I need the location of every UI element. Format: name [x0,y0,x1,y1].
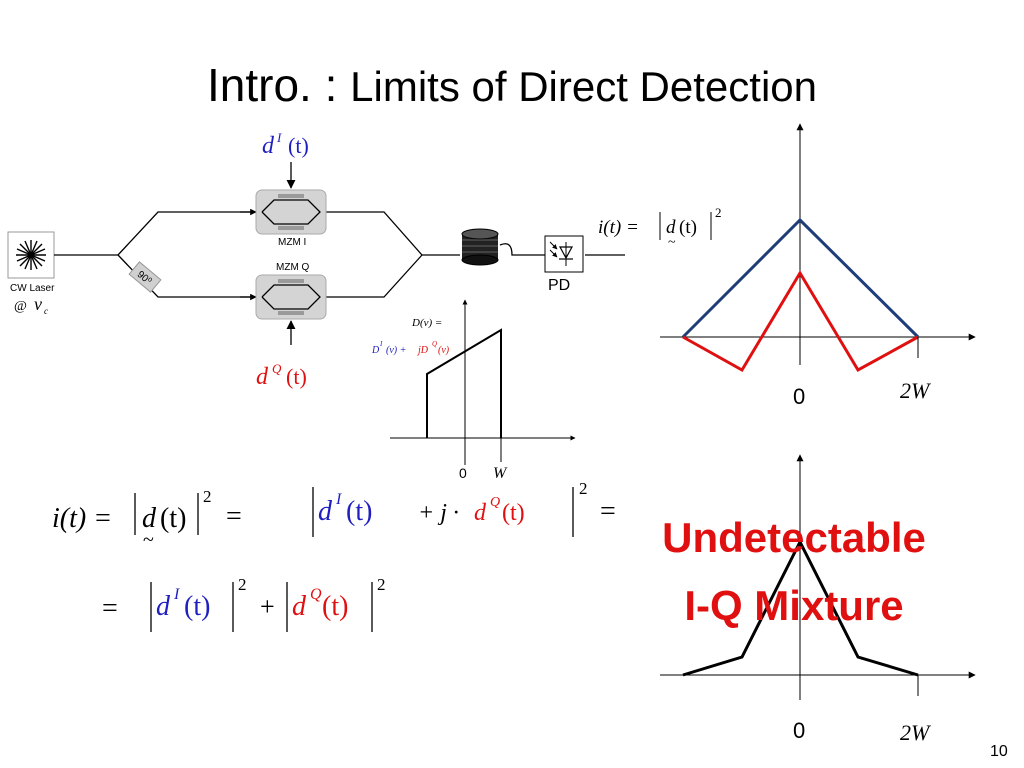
svg-text:I: I [173,586,180,603]
bottom-tick-zero: 0 [793,718,805,743]
waveguide-paths [54,211,625,298]
svg-text:d: d [156,591,171,622]
svg-text:d: d [262,133,275,159]
svg-text:(t): (t) [322,591,348,622]
equation-line-1: i(t) = d ~ (t) 2 = d I (t) + j · d Q (t)… [52,479,616,551]
inset-tick-zero: 0 [459,465,467,481]
top-tick-zero: 0 [793,384,805,409]
undetectable-callout: Undetectable I-Q Mixture [662,514,926,629]
bottom-black-curve [682,538,919,677]
svg-text:(t): (t) [502,500,525,526]
mzm-q-box [255,274,327,320]
bottom-tick-2w: 2W [900,720,931,745]
bottom-plot: 0 2W [660,454,976,745]
svg-text:I: I [276,130,282,145]
laser-at: @ [14,299,27,314]
inset-tick-w: W [493,465,508,482]
laser-freq-sub: c [44,306,48,316]
svg-text:D: D [371,345,380,356]
svg-text:+ j ·: + j · [418,500,459,526]
svg-text:2: 2 [715,205,722,220]
top-tick-2w: 2W [900,378,931,403]
laser-freq-symbol: ν [34,294,42,314]
svg-text:i(t) =: i(t) = [52,503,112,534]
laser-label: CW Laser [10,283,55,294]
laser-box [7,231,55,279]
svg-text:=: = [600,496,616,527]
equation-line-2: = d I (t) 2 + d Q (t) 2 [102,575,386,632]
svg-text:i(t) =: i(t) = [598,217,639,238]
svg-text:+: + [260,592,275,621]
inset-label-line1: D(ν) = [411,317,442,329]
svg-text:2: 2 [377,575,386,594]
callout-line-2: I-Q Mixture [684,582,903,629]
photodiode-icon [544,235,584,273]
svg-text:I: I [379,340,383,348]
mzm-i-box [255,189,327,235]
svg-text:(ν) +: (ν) + [386,345,406,356]
svg-text:(t): (t) [184,591,210,622]
svg-text:Q: Q [432,340,437,348]
svg-text:(t): (t) [286,364,307,389]
svg-text:Q: Q [272,361,282,376]
mzm-q-label: MZM Q [276,262,310,273]
svg-text:d: d [666,217,676,238]
top-blue-triangle [681,217,920,339]
svg-text:Q: Q [490,495,500,510]
mzm-i-label: MZM I [278,237,306,248]
top-plot: 0 2W [660,123,976,409]
svg-text:jD: jD [416,345,429,356]
slide-title: Intro. : Limits of Direct Detection [0,62,1024,108]
top-red-curve [682,270,919,373]
svg-text:2: 2 [203,487,212,506]
svg-text:d: d [142,503,157,534]
callout-line-1: Undetectable [662,514,926,561]
svg-text:d: d [256,364,269,390]
iq-modulator-diagram: CW Laser @ ν c 90⁰ MZM I [7,130,722,390]
svg-text:d: d [318,496,333,527]
page-number: 10 [990,743,1008,760]
drive-i-label: d I (t) [262,130,309,159]
svg-text:~: ~ [143,529,154,551]
svg-text:(t): (t) [679,217,697,238]
svg-text:=: = [226,501,242,532]
svg-text:~: ~ [668,235,676,250]
pd-equation: i(t) = d ~ (t) 2 [598,205,722,250]
inset-spectrum-shape [426,328,502,438]
pd-label: PD [548,277,570,294]
fiber-spool-icon [461,228,499,266]
svg-text:2: 2 [238,575,247,594]
svg-text:d: d [474,500,487,526]
svg-text:(t): (t) [160,503,186,534]
phase-shifter: 90⁰ [128,261,162,293]
svg-text:d: d [292,591,307,622]
svg-text:=: = [102,593,118,624]
laser-starburst-icon [16,240,46,270]
svg-text:(t): (t) [288,133,309,158]
svg-text:I: I [335,491,342,508]
svg-text:(ν): (ν) [438,345,450,356]
inset-label-line2: D I (ν) + jD Q (ν) [371,340,450,356]
spectrum-inset: D(ν) = D I (ν) + jD Q (ν) 0 W [371,299,576,482]
svg-text:(t): (t) [346,496,372,527]
title-rest: Limits of Direct Detection [350,63,817,110]
svg-text:2: 2 [579,479,588,498]
title-main: Intro. : [207,59,338,111]
drive-q-label: d Q (t) [256,361,307,390]
svg-text:Q: Q [310,586,322,603]
